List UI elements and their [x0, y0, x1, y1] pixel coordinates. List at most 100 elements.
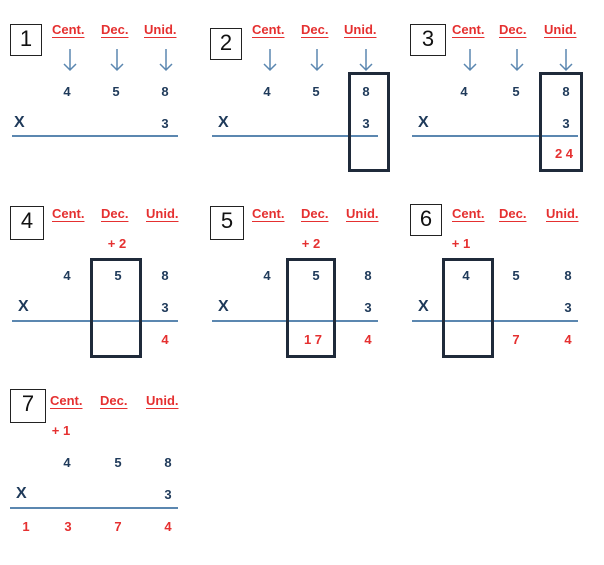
down-arrow-icon — [359, 49, 373, 72]
times-sign: X — [16, 485, 27, 502]
carry-digit: + 2 — [301, 236, 321, 251]
bottom-digit-unid: 3 — [364, 300, 372, 315]
times-sign: X — [418, 298, 429, 315]
bottom-digit-unid: 3 — [562, 116, 570, 131]
top-digit-unid: 8 — [164, 455, 172, 470]
top-digit-unid: 8 — [161, 84, 169, 99]
top-digit-dec: 5 — [114, 455, 122, 470]
top-digit-dec: 5 — [312, 84, 320, 99]
top-digit-cent: 4 — [63, 84, 71, 99]
down-arrow-icon — [63, 49, 77, 72]
step-number: 5 — [210, 206, 244, 240]
header-dec: Dec. — [301, 22, 329, 37]
step-panel-2: 2 Cent. Dec. Unid. 4 5 8 X 3 — [210, 18, 410, 198]
step-number: 1 — [10, 24, 42, 56]
header-dec: Dec. — [101, 206, 129, 221]
header-dec: Dec. — [100, 393, 128, 408]
top-digit-dec: 5 — [114, 268, 122, 283]
carry-digit: + 2 — [107, 236, 127, 251]
step-number: 3 — [410, 24, 446, 56]
header-dec: Dec. — [301, 206, 329, 221]
times-sign: X — [18, 298, 29, 315]
top-digit-unid: 8 — [564, 268, 572, 283]
top-digit-cent: 4 — [63, 455, 71, 470]
underline-rule — [412, 135, 578, 137]
result-digit-cent: 3 — [64, 519, 72, 534]
step-panel-6: 6 Cent. Dec. Unid. + 1 4 5 8 X 3 7 4 — [410, 198, 604, 378]
top-digit-cent: 4 — [462, 268, 470, 283]
header-unid: Unid. — [144, 22, 177, 37]
top-digit-unid: 8 — [364, 268, 372, 283]
top-digit-unid: 8 — [562, 84, 570, 99]
result-digit-thousands: 1 — [22, 519, 30, 534]
result-digits-unid: 2 4 — [554, 146, 574, 161]
result-digits-dec: 1 7 — [303, 332, 323, 347]
top-digit-dec: 5 — [112, 84, 120, 99]
highlight-box-unid — [539, 72, 583, 172]
down-arrow-icon — [510, 49, 524, 72]
underline-rule — [412, 320, 578, 322]
top-digit-unid: 8 — [161, 268, 169, 283]
step-panel-3: 3 Cent. Dec. Unid. 4 5 8 X 3 2 4 — [410, 18, 604, 198]
times-sign: X — [218, 114, 229, 131]
step-number: 7 — [10, 389, 46, 423]
step-panel-1: 1 Cent. Dec. Unid. 4 5 8 X 3 — [10, 18, 210, 198]
result-digit-unid: 4 — [364, 332, 372, 347]
bottom-digit-unid: 3 — [362, 116, 370, 131]
down-arrow-icon — [110, 49, 124, 72]
top-digit-cent: 4 — [63, 268, 71, 283]
underline-rule — [212, 320, 378, 322]
header-unid: Unid. — [546, 206, 579, 221]
header-cent: Cent. — [52, 22, 85, 37]
header-dec: Dec. — [499, 206, 527, 221]
top-digit-dec: 5 — [512, 84, 520, 99]
underline-rule — [12, 320, 178, 322]
header-unid: Unid. — [346, 206, 379, 221]
step-number: 4 — [10, 206, 44, 240]
times-sign: X — [218, 298, 229, 315]
header-dec: Dec. — [499, 22, 527, 37]
header-cent: Cent. — [252, 22, 285, 37]
header-cent: Cent. — [52, 206, 85, 221]
underline-rule — [12, 135, 178, 137]
header-cent: Cent. — [252, 206, 285, 221]
step-number: 2 — [210, 28, 242, 60]
header-cent: Cent. — [50, 393, 83, 408]
result-digit-unid: 4 — [161, 332, 169, 347]
down-arrow-icon — [263, 49, 277, 72]
top-digit-dec: 5 — [312, 268, 320, 283]
result-digit-unid: 4 — [564, 332, 572, 347]
underline-rule — [212, 135, 378, 137]
times-sign: X — [14, 114, 25, 131]
header-cent: Cent. — [452, 206, 485, 221]
top-digit-dec: 5 — [512, 268, 520, 283]
header-unid: Unid. — [146, 393, 179, 408]
carry-digit: + 1 — [451, 236, 471, 251]
header-unid: Unid. — [544, 22, 577, 37]
times-sign: X — [418, 114, 429, 131]
header-dec: Dec. — [101, 22, 129, 37]
result-digit-dec: 7 — [512, 332, 520, 347]
highlight-box-dec — [90, 258, 142, 358]
down-arrow-icon — [559, 49, 573, 72]
top-digit-unid: 8 — [362, 84, 370, 99]
step-panel-5: 5 Cent. Dec. Unid. + 2 4 5 8 X 3 1 7 4 — [210, 198, 410, 378]
top-digit-cent: 4 — [460, 84, 468, 99]
result-digit-unid: 4 — [164, 519, 172, 534]
down-arrow-icon — [159, 49, 173, 72]
highlight-box-cent — [442, 258, 494, 358]
bottom-digit-unid: 3 — [164, 487, 172, 502]
highlight-box-unid — [348, 72, 390, 172]
top-digit-cent: 4 — [263, 268, 271, 283]
underline-rule — [10, 507, 178, 509]
step-number: 6 — [410, 204, 442, 236]
step-panel-4: 4 Cent. Dec. Unid. + 2 4 5 8 X 3 4 — [10, 198, 210, 378]
header-unid: Unid. — [344, 22, 377, 37]
carry-digit: + 1 — [51, 423, 71, 438]
bottom-digit-unid: 3 — [564, 300, 572, 315]
down-arrow-icon — [310, 49, 324, 72]
down-arrow-icon — [463, 49, 477, 72]
highlight-box-dec — [286, 258, 336, 358]
bottom-digit-unid: 3 — [161, 300, 169, 315]
bottom-digit-unid: 3 — [161, 116, 169, 131]
